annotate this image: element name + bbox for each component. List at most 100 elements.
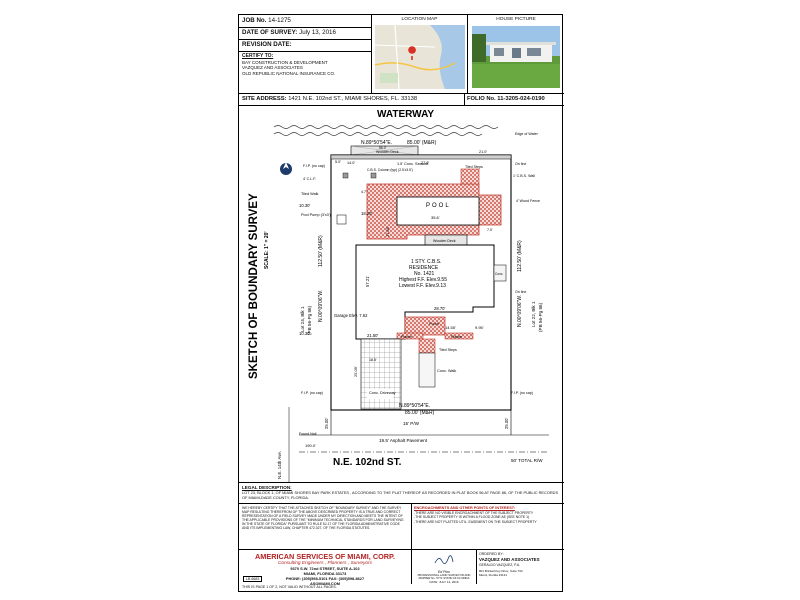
dim-25-00b: 25.00' <box>504 418 509 429</box>
row-total: 50' TOTAL R/W <box>511 458 543 463</box>
conc-pad <box>493 264 507 282</box>
seal-title: PROFESSIONAL LAND SURVEYOR AND MAPPER No… <box>417 573 471 581</box>
lot-right: Lot 22, Blk 1 <box>531 301 536 327</box>
dim-14: 14.0' <box>347 161 355 165</box>
cbs-column-label: C.B.S. Column (typ) (2.5'x3.5') <box>367 168 413 172</box>
revision-label: REVISION DATE: <box>242 41 292 48</box>
clf-label: 4' C.L.F. <box>303 177 316 181</box>
certify-label: CERTIFY TO: <box>242 53 274 59</box>
site-address: SITE ADDRESS: 1421 N.E. 102nd ST., MIAMI… <box>242 96 417 102</box>
dim-25-09: 25.09' <box>353 366 358 377</box>
site-address-bar: SITE ADDRESS: 1421 N.E. 102nd ST., MIAMI… <box>239 94 564 106</box>
certify-list: BAY CONSTRUCTION & DEVELOPMENT VAZQUEZ A… <box>242 60 335 76</box>
street-name: N.E. 102nd ST. <box>333 457 402 468</box>
encroachments: ENCROACHMENTS AND OTHER POINTS OF INTERE… <box>414 506 562 524</box>
cbs-column <box>342 172 349 179</box>
planter-left <box>396 332 424 340</box>
ordered-addr: 801 Brickell Key Drive, Suite 702 <box>479 569 523 573</box>
dim-27: 27.0' <box>421 161 429 165</box>
residence-line: No. 1421 <box>414 271 435 277</box>
asphalt-label: 19.5' Asphalt Pavement <box>379 438 428 443</box>
conc-walk-label: Conc. Walk <box>437 369 456 373</box>
drawing-title: SKETCH OF BOUNDARY SURVEY <box>248 193 260 379</box>
porch-label: Porch <box>429 322 439 326</box>
pool-pump <box>336 214 347 225</box>
house-picture-block: HOUSE PICTURE <box>468 15 564 94</box>
date-value: July 13, 2016 <box>299 29 336 36</box>
date-label: DATE OF SURVEY: <box>242 29 298 36</box>
conc-pad-label: Conc. <box>495 272 503 276</box>
job-info-block: JOB No. 14-1275 DATE OF SURVEY: July 13,… <box>239 15 372 94</box>
water-line <box>273 132 483 136</box>
site-address-label: SITE ADDRESS: <box>242 96 287 102</box>
dim-7-0: 7.0' <box>487 228 493 232</box>
ne-14th-label: N.E. 14th Ave. <box>277 451 282 479</box>
pool <box>396 196 480 226</box>
job-value: 14-1275 <box>268 17 291 24</box>
site-address-value: 1421 N.E. 102nd ST., MIAMI SHORES, FL. 3… <box>288 96 418 102</box>
encroach-line: -THERE ARE NO VISIBLE ENCROACHMENT OF TH… <box>414 511 534 515</box>
dim-28-70: 28.70' <box>434 306 445 311</box>
pool-pump-label: Pool Pump (3'x3') <box>301 213 331 217</box>
encroach-line: -THE SUBJECT PROPERTY IS WITHIN A FLOOD … <box>414 515 530 520</box>
company-name: AMERICAN SERVICES OF MIAMI, CORP. <box>254 552 395 561</box>
company-row: AMERICAN SERVICES OF MIAMI, CORP. Consul… <box>239 549 564 586</box>
dim-17-85: 17.85' <box>385 226 390 237</box>
certify-item: BAY CONSTRUCTION & DEVELOPMENT <box>242 60 328 65</box>
legal-label: LEGAL DESCRIPTION: <box>242 485 292 490</box>
seal-date-line: DATE: JULY 14, 2016 <box>414 580 474 584</box>
dim-18-20: 18.20' <box>361 211 372 216</box>
waterway-label: WATERWAY <box>377 109 434 120</box>
location-map-image <box>375 25 465 89</box>
dim-9-95: 9.95' <box>475 325 484 330</box>
residence-line: Highest F.F. Elev.9.55 <box>399 277 447 283</box>
fip-bottom-right: F.I.P. (no cap) <box>511 391 533 395</box>
tiled-steps-front <box>418 338 436 354</box>
survey-drawing: SKETCH OF BOUNDARY SURVEY SCALE: 1" = 20… <box>248 109 549 482</box>
found-nail-left: Found Nail <box>299 432 317 436</box>
right-distance: 112.50' (M&R) <box>517 240 523 272</box>
dim-25-00a: 25.00' <box>324 418 329 429</box>
top-bearing: N.89°50'54"E. <box>361 140 392 146</box>
dim-56: 56.0' <box>379 146 387 150</box>
legal-description: LEGAL DESCRIPTION: LOT 23, BLOCK 1, OF M… <box>239 482 564 503</box>
wooden-deck-top-label: Wooden Deck <box>376 150 399 154</box>
company-address1: 9370 S.W. 72nd STREET, SUITE A-102 <box>290 566 360 571</box>
certification-text: WE HEREBY CERTIFY THAT THE ATTACHED SKET… <box>242 506 404 531</box>
dim-10-30b: 10.30' <box>299 331 310 336</box>
dim-57-21: 57.21' <box>365 276 370 287</box>
left-bearing: N.00°09'06"W. <box>318 290 324 322</box>
top-distance: 85.00' (M&R) <box>407 140 437 146</box>
job-label: JOB No. <box>242 17 267 24</box>
dim-35-6: 35.6' <box>431 215 440 220</box>
folio-value: 11-3205-024-0190 <box>497 96 545 102</box>
left-distance: 112.50' (M&R) <box>318 235 324 267</box>
lot-right-pb: (PB 56-Pg 86) <box>538 302 543 332</box>
tiled-walk-label: Tiled Walk <box>301 192 319 196</box>
house-photo <box>472 26 560 88</box>
footer-note: THIS IS PAGE 1 OF 2, NOT VALID WITHOUT A… <box>242 585 337 589</box>
company-lb: LB 6683 <box>243 576 263 582</box>
planter-right <box>444 332 474 340</box>
company-address2: MIAMI, FLORIDA 33173 <box>303 571 347 576</box>
legal-text: LOT 23, BLOCK 1, OF MIAMI SHORES BAY PAR… <box>242 490 559 500</box>
ordered-contact: GERALDO VAZQUEZ, P.A. <box>479 563 521 567</box>
porch <box>404 316 446 336</box>
location-map-block: LOCATION MAP <box>372 15 468 94</box>
signature-icon <box>434 555 454 564</box>
tiled-steps-front-label: Tiled Steps <box>439 348 457 352</box>
company-phone: PHONE: (305)598-5101 FAX: (305)598-8627 <box>285 576 365 581</box>
seal-date: JULY 14, 2016 <box>438 580 459 585</box>
row-label: 15' P/W <box>403 421 420 426</box>
company-tagline: Consulting Engineers , Planners , Survey… <box>277 561 373 566</box>
dim-21: 21.0' <box>479 150 487 154</box>
dim-18-5: 18.5' <box>369 358 377 362</box>
lot-left: Lot 24, Blk 1 <box>300 306 305 332</box>
wooden-deck-label: Wooden Deck <box>433 239 456 243</box>
encroach-line: -THERE ARE NOT PLATTED UTIL. EASEMENT ON… <box>414 519 537 524</box>
planter-right-label: Planter <box>451 335 463 339</box>
map-pin-icon <box>408 46 416 60</box>
certification-row: WE HEREBY CERTIFY THAT THE ATTACHED SKET… <box>239 503 564 549</box>
ordered-label: ORDERED BY: <box>479 552 504 556</box>
dim-14-55: 14.55' <box>445 325 456 330</box>
